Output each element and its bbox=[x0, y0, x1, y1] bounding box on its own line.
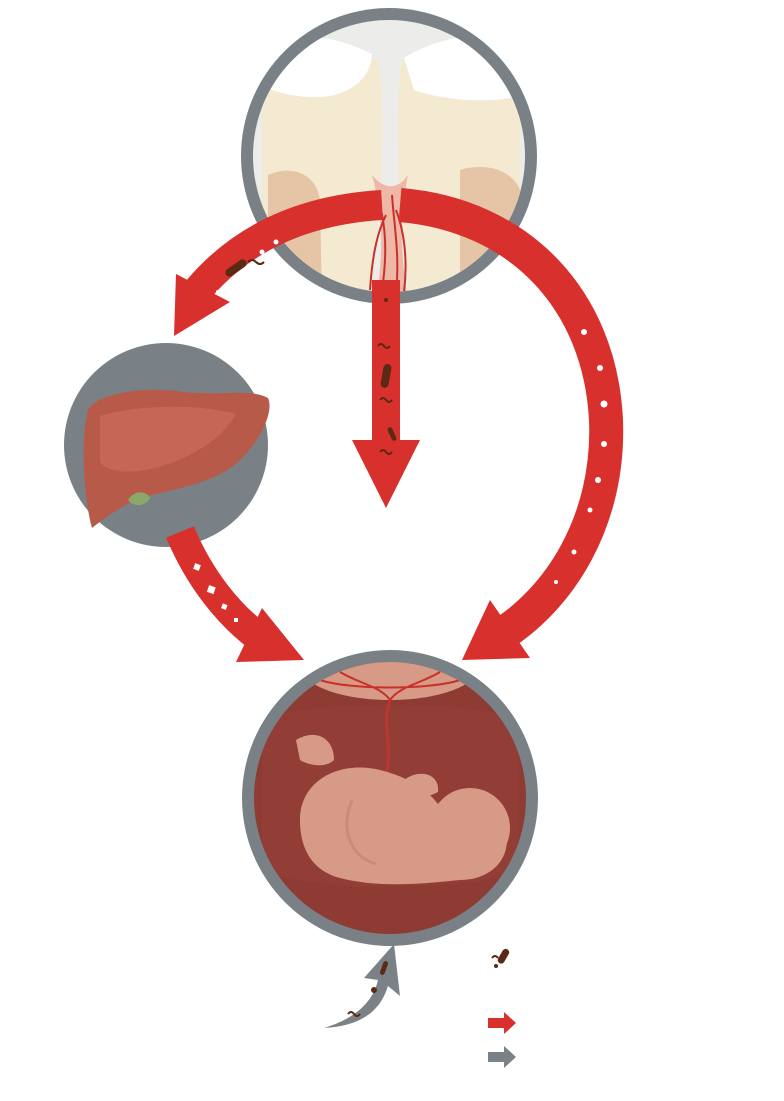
arrow-oral-to-circulation bbox=[352, 280, 420, 508]
liver-icon bbox=[83, 389, 270, 528]
red-arrow-icon bbox=[488, 1012, 516, 1034]
legend bbox=[488, 948, 516, 1068]
bacteria-cluster-icon bbox=[491, 948, 510, 968]
arrow-oral-to-uterus bbox=[398, 188, 624, 660]
arrow-ascending-gray bbox=[324, 944, 400, 1028]
fetus-in-uterus-icon bbox=[254, 662, 526, 934]
arrow-oral-to-liver bbox=[174, 190, 383, 336]
liver-node bbox=[64, 343, 270, 547]
uterus-node bbox=[242, 650, 538, 946]
gray-arrow-icon bbox=[488, 1046, 516, 1068]
arrow-liver-to-uterus bbox=[166, 526, 304, 662]
oral-cavity-node bbox=[241, 8, 537, 304]
